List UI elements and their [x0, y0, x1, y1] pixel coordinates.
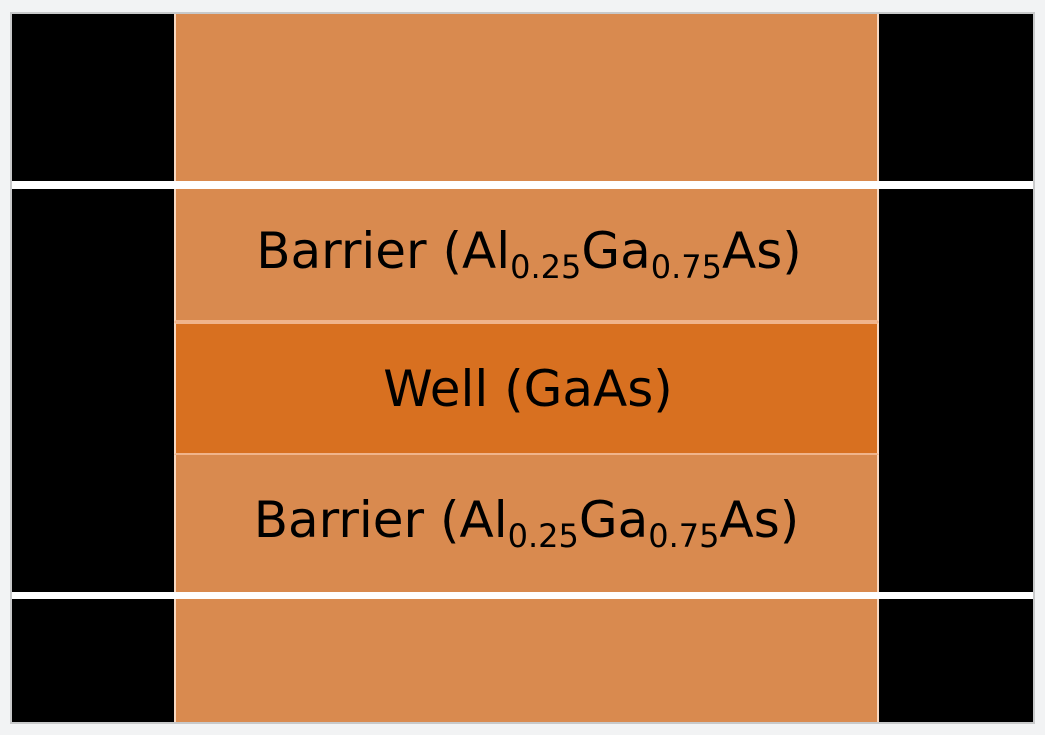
- top-substrate-layer: [174, 14, 879, 181]
- top-divider: [12, 181, 1033, 189]
- diagram-frame: Barrier (Al0.25Ga0.75As) Well (GaAs) Bar…: [10, 12, 1035, 724]
- bottom-barrier-label: Barrier (Al0.25Ga0.75As): [253, 491, 800, 555]
- bottom-substrate-layer: [174, 599, 879, 722]
- well-layer: Well (GaAs): [174, 322, 879, 455]
- top-barrier-label: Barrier (Al0.25Ga0.75As): [256, 222, 802, 286]
- top-barrier-layer: Barrier (Al0.25Ga0.75As): [174, 189, 879, 322]
- bottom-barrier-layer: Barrier (Al0.25Ga0.75As): [174, 455, 879, 592]
- well-label: Well (GaAs): [383, 359, 673, 418]
- bottom-divider: [12, 592, 1033, 599]
